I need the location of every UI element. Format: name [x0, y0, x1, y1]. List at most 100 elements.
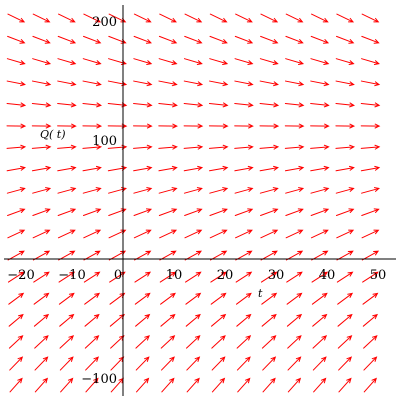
slope-arrow — [335, 144, 356, 150]
slope-arrow — [82, 80, 102, 87]
slope-arrow — [183, 80, 204, 87]
slope-arrow — [363, 335, 378, 349]
slope-arrow — [57, 123, 77, 129]
slope-arrow — [211, 377, 226, 393]
slope-arrow — [32, 187, 52, 194]
x-tick-label: 40 — [319, 268, 336, 283]
slope-arrow — [310, 102, 330, 108]
slope-arrow — [310, 208, 330, 217]
slope-arrow — [159, 13, 177, 23]
slope-arrow — [110, 356, 125, 371]
slope-arrow — [183, 144, 204, 150]
slope-arrow — [208, 102, 229, 108]
slope-arrow — [362, 292, 379, 305]
slope-arrow — [183, 102, 204, 108]
y-tick-label: 200 — [92, 15, 117, 30]
slope-arrow — [259, 165, 279, 172]
slope-arrow — [260, 229, 279, 239]
slope-arrow — [360, 165, 381, 172]
slope-arrow — [259, 80, 279, 87]
slope-arrow — [33, 313, 50, 327]
slope-arrow — [284, 102, 305, 108]
slope-arrow — [133, 208, 153, 217]
slope-arrow — [286, 271, 303, 283]
slope-arrow — [361, 13, 380, 23]
slope-arrow — [186, 377, 200, 393]
y-tick-label: −100 — [81, 372, 117, 387]
slope-arrow — [237, 377, 251, 393]
slope-arrow — [32, 35, 51, 44]
slope-arrow — [260, 208, 279, 217]
slope-arrow — [133, 229, 152, 239]
slope-arrow — [337, 313, 353, 327]
slope-arrow — [184, 229, 203, 239]
x-axis-label: t — [258, 287, 263, 300]
slope-arrow — [336, 35, 355, 44]
slope-arrow — [208, 144, 229, 150]
slope-arrow — [312, 356, 327, 371]
slope-arrow — [59, 335, 75, 349]
slope-arrow — [338, 356, 352, 371]
slope-arrow — [360, 102, 381, 108]
slope-arrow — [82, 208, 102, 217]
slope-arrow — [186, 356, 201, 371]
slope-arrow — [234, 187, 254, 194]
slope-arrow — [59, 313, 75, 327]
slope-arrow — [158, 102, 178, 108]
slope-arrow — [234, 102, 254, 108]
slope-arrow — [310, 58, 330, 65]
slope-arrow — [31, 165, 52, 172]
slope-arrow — [285, 187, 305, 194]
slope-arrow — [310, 35, 330, 44]
slope-arrow — [236, 335, 252, 349]
slope-arrow — [311, 271, 329, 283]
slope-arrow — [235, 292, 252, 305]
slope-arrow — [360, 144, 381, 150]
slope-arrow — [262, 377, 276, 393]
slope-arrow — [185, 271, 202, 283]
slope-arrow — [84, 335, 100, 349]
slope-arrow — [259, 123, 280, 129]
slope-arrow — [34, 377, 49, 393]
slope-arrow — [57, 208, 77, 217]
slope-arrow — [261, 292, 278, 305]
slope-arrow — [234, 123, 254, 129]
slope-arrow — [235, 229, 253, 239]
slope-arrow — [363, 377, 377, 393]
slope-arrow — [361, 35, 380, 44]
slope-arrow — [136, 377, 150, 393]
x-tick-label: −10 — [58, 268, 85, 283]
slope-arrow — [160, 313, 176, 327]
slope-arrow — [158, 208, 178, 217]
slope-arrow — [186, 335, 201, 349]
slope-arrow — [58, 271, 76, 283]
slope-arrow — [133, 165, 153, 172]
slope-arrow — [84, 292, 101, 305]
y-axis-label: Q( t) — [40, 128, 66, 141]
slope-arrow — [133, 187, 153, 194]
slope-arrow — [234, 208, 254, 217]
slope-arrow — [34, 356, 49, 371]
slope-arrow — [31, 80, 52, 87]
x-tick-label: 50 — [370, 268, 387, 283]
slope-arrow — [134, 292, 151, 305]
slope-arrow — [158, 123, 178, 129]
slope-arrow — [310, 165, 330, 172]
slope-arrow — [83, 229, 102, 239]
slope-arrow — [235, 271, 253, 283]
slope-arrow — [160, 292, 176, 305]
slope-arrow — [133, 102, 153, 108]
slope-arrow — [287, 377, 302, 393]
slope-arrow — [161, 377, 175, 393]
slope-arrow — [234, 80, 254, 87]
slope-arrow — [159, 271, 177, 283]
x-tick-label: 10 — [166, 268, 183, 283]
slope-arrow — [285, 35, 304, 44]
slope-arrow — [311, 292, 328, 305]
slope-arrow — [234, 165, 254, 172]
slope-arrow — [209, 229, 228, 239]
slope-arrow — [82, 144, 103, 150]
slope-arrow — [158, 58, 178, 65]
slope-arrow — [261, 335, 277, 349]
